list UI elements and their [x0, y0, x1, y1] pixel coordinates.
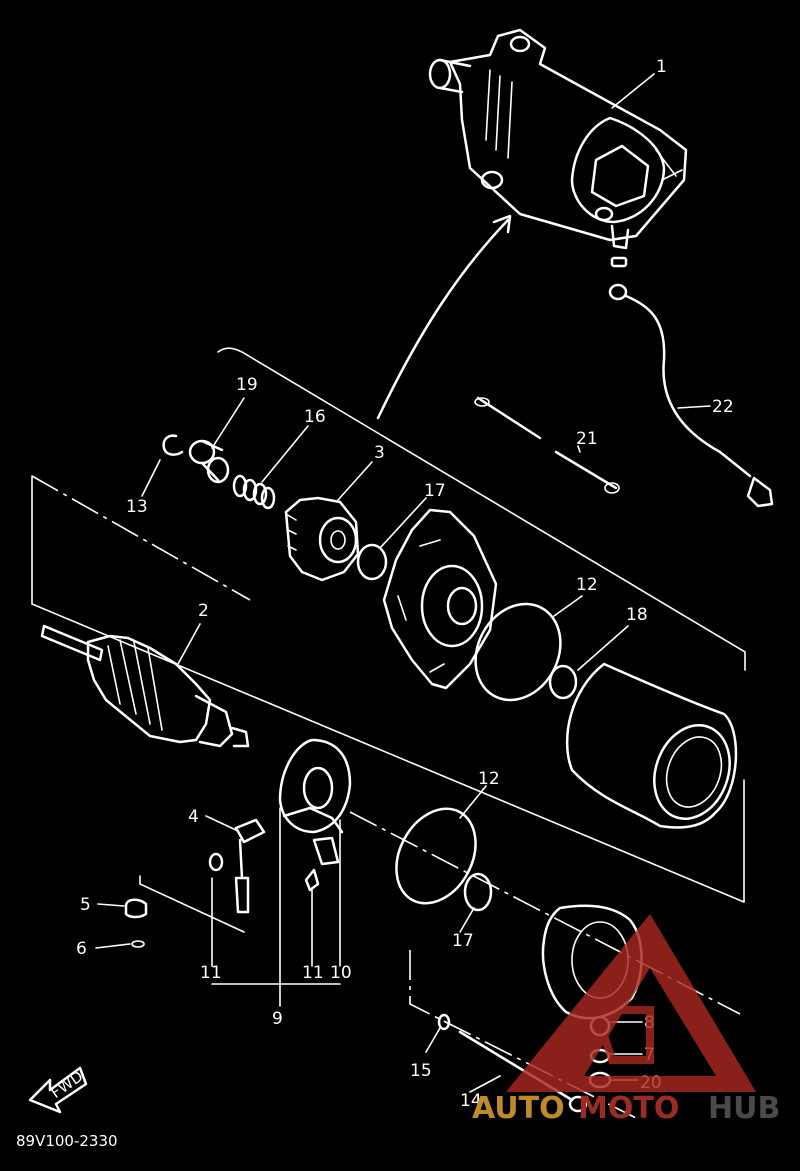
callout-12a: 12 [576, 575, 598, 595]
callout-11b: 11 [302, 963, 324, 983]
callout-9: 9 [272, 1009, 283, 1029]
callout-14: 14 [460, 1091, 482, 1111]
callout-2: 2 [198, 601, 209, 621]
brush [234, 818, 266, 914]
brush-lead-set [474, 396, 620, 494]
forward-arrow-icon: FWD [28, 1066, 88, 1114]
collar [188, 439, 230, 484]
callout-15: 15 [410, 1061, 432, 1081]
callout-17a: 17 [424, 481, 446, 501]
callout-22: 22 [712, 397, 734, 417]
armature [40, 624, 250, 748]
watermark-auto: AUTO [472, 1091, 565, 1126]
front-cover [382, 508, 498, 690]
watermark-text: AUTO MOTO HUB [472, 1091, 780, 1126]
callout-18: 18 [626, 605, 648, 625]
leader-lines [95, 73, 711, 1093]
callout-12b: 12 [478, 769, 500, 789]
circlip [162, 434, 184, 456]
brush-springs [208, 852, 320, 892]
o-ring-tiny [437, 1013, 451, 1031]
callout-19: 19 [236, 375, 258, 395]
assembly-arrowhead [492, 214, 512, 234]
lead-wire [608, 256, 774, 508]
callout-21: 21 [576, 429, 598, 449]
callout-4: 4 [188, 807, 199, 827]
brush-holder-plate [278, 738, 352, 866]
watermark-hub: HUB [708, 1091, 780, 1126]
o-ring-large-lower [395, 807, 477, 905]
watermark-moto: MOTO [578, 1091, 679, 1126]
cap [124, 898, 148, 919]
assembly-arrow [376, 218, 510, 420]
callout-labels: 1 2 3 4 5 6 7 8 9 10 11 11 12 12 13 14 1… [76, 57, 734, 1111]
callout-16: 16 [304, 407, 326, 427]
o-ring-small [548, 664, 578, 700]
callout-6: 6 [76, 939, 87, 959]
callout-13: 13 [126, 497, 148, 517]
callout-5: 5 [80, 895, 91, 915]
yoke [565, 662, 738, 829]
starter-motor-assembly [428, 28, 688, 250]
top-bracket [217, 347, 746, 671]
callout-1: 1 [656, 57, 667, 77]
washer [131, 940, 145, 948]
watermark-logo [506, 914, 756, 1092]
spring [232, 474, 276, 510]
left-bracket [31, 475, 745, 903]
callout-3: 3 [374, 443, 385, 463]
diagram-code: 89V100-2330 [16, 1132, 118, 1150]
callout-11a: 11 [200, 963, 222, 983]
o-ring-lower [463, 872, 493, 912]
center-line [31, 475, 251, 601]
watermark-triangle-icon [506, 914, 756, 1092]
callout-17b: 17 [452, 931, 474, 951]
callout-10: 10 [330, 963, 352, 983]
o-ring-upper [356, 543, 388, 581]
starter-clutch [284, 496, 360, 582]
